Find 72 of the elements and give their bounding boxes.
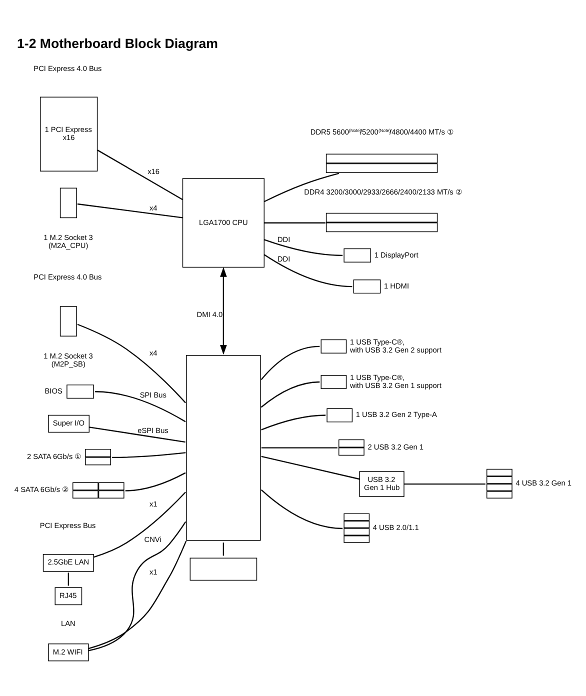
- node-box: M.2 WIFI: [48, 643, 89, 661]
- connector: [260, 380, 320, 408]
- connector: [264, 222, 326, 223]
- connector: [68, 572, 70, 586]
- connector: [125, 472, 186, 491]
- label: PCI Express Bus: [40, 520, 96, 530]
- node-label: 1 USB Type-C®, with USB 3.2 Gen 2 support: [350, 336, 442, 354]
- node-box: 1 PCI Express x16: [40, 96, 98, 171]
- node-box: [60, 187, 77, 218]
- connector: [88, 520, 186, 651]
- node-box: [320, 338, 347, 353]
- connector: [93, 491, 186, 558]
- edge-label: x4: [149, 202, 158, 212]
- connector: [261, 446, 338, 448]
- connector: [264, 254, 352, 287]
- arrow: [220, 266, 227, 354]
- node-label: 4 USB 3.2 Gen 1: [516, 478, 572, 488]
- node-box: [66, 384, 94, 398]
- node-box: Super I/O: [48, 414, 90, 432]
- node-box: LGA1700 CPU: [182, 178, 265, 268]
- node-label: DDR4 3200/3000/2933/2666/2400/2133 MT/s ②: [304, 186, 462, 196]
- node-label: DDR5 5600$^{(Note)}$/5200$^{(Note)}$/4800/4400 MT/s ①: [310, 126, 453, 136]
- label: PCI Express 4.0 Bus: [34, 272, 102, 282]
- connector: [77, 202, 182, 218]
- connector: [260, 345, 320, 380]
- node-box: [190, 557, 258, 580]
- node-label: LAN: [61, 618, 76, 628]
- node-box: RJ45: [54, 586, 82, 605]
- edge-label: x1: [149, 566, 158, 576]
- edge-label: x1: [149, 498, 158, 508]
- connector: [260, 488, 343, 529]
- connector: [112, 452, 186, 458]
- connector: [261, 414, 326, 430]
- node-label: 1 DisplayPort: [374, 250, 418, 259]
- node-box: [353, 279, 381, 294]
- node-box: 2.5GbE LAN: [42, 554, 94, 572]
- connector: [264, 238, 343, 256]
- node-box: USB 3.2 Gen 1 Hub: [359, 470, 404, 497]
- connector: [88, 540, 187, 649]
- edge-label: x4: [149, 348, 158, 357]
- node-box: [60, 306, 77, 336]
- node-label: 1 USB Type-C®, with USB 3.2 Gen 1 support: [350, 372, 442, 390]
- diagram-title: 1-2 Motherboard Block Diagram: [17, 35, 218, 50]
- connector: [222, 542, 224, 556]
- connector: [95, 390, 186, 422]
- node-label: 1 M.2 Socket 3 (M2A_CPU): [44, 232, 93, 250]
- node-box: [186, 354, 261, 540]
- edge-label: DMI 4.0: [196, 310, 223, 319]
- connector: [261, 455, 360, 480]
- node-label: 2 USB 3.2 Gen 1: [368, 442, 424, 451]
- connector: [404, 483, 486, 484]
- connector: [77, 323, 186, 403]
- node-label: 1 M.2 Socket 3 (M2P_SB): [44, 350, 93, 368]
- node-label: 1 HDMI: [384, 280, 410, 290]
- node-label: 1 USB 3.2 Gen 2 Type-A: [356, 410, 437, 419]
- edge-label: SPI Bus: [140, 390, 166, 400]
- edge-label: x16: [148, 166, 160, 176]
- node-label: 4 SATA 6Gb/s ②: [14, 484, 68, 494]
- edge-label: DDI: [277, 234, 290, 244]
- node-label: 2 SATA 6Gb/s ①: [27, 451, 81, 460]
- connector: [97, 149, 183, 200]
- edge-label: CNVi: [144, 534, 162, 544]
- node-box: [320, 374, 347, 388]
- node-box: [344, 248, 372, 262]
- node-label: BIOS: [44, 386, 62, 395]
- connector: [89, 426, 186, 442]
- label: PCI Express 4.0 Bus: [34, 63, 102, 72]
- node-label: 4 USB 2.0/1.1: [372, 522, 419, 532]
- edge-label: DDI: [277, 254, 290, 263]
- connector: [264, 172, 340, 202]
- edge-label: eSPI Bus: [138, 426, 168, 435]
- node-box: [326, 408, 353, 422]
